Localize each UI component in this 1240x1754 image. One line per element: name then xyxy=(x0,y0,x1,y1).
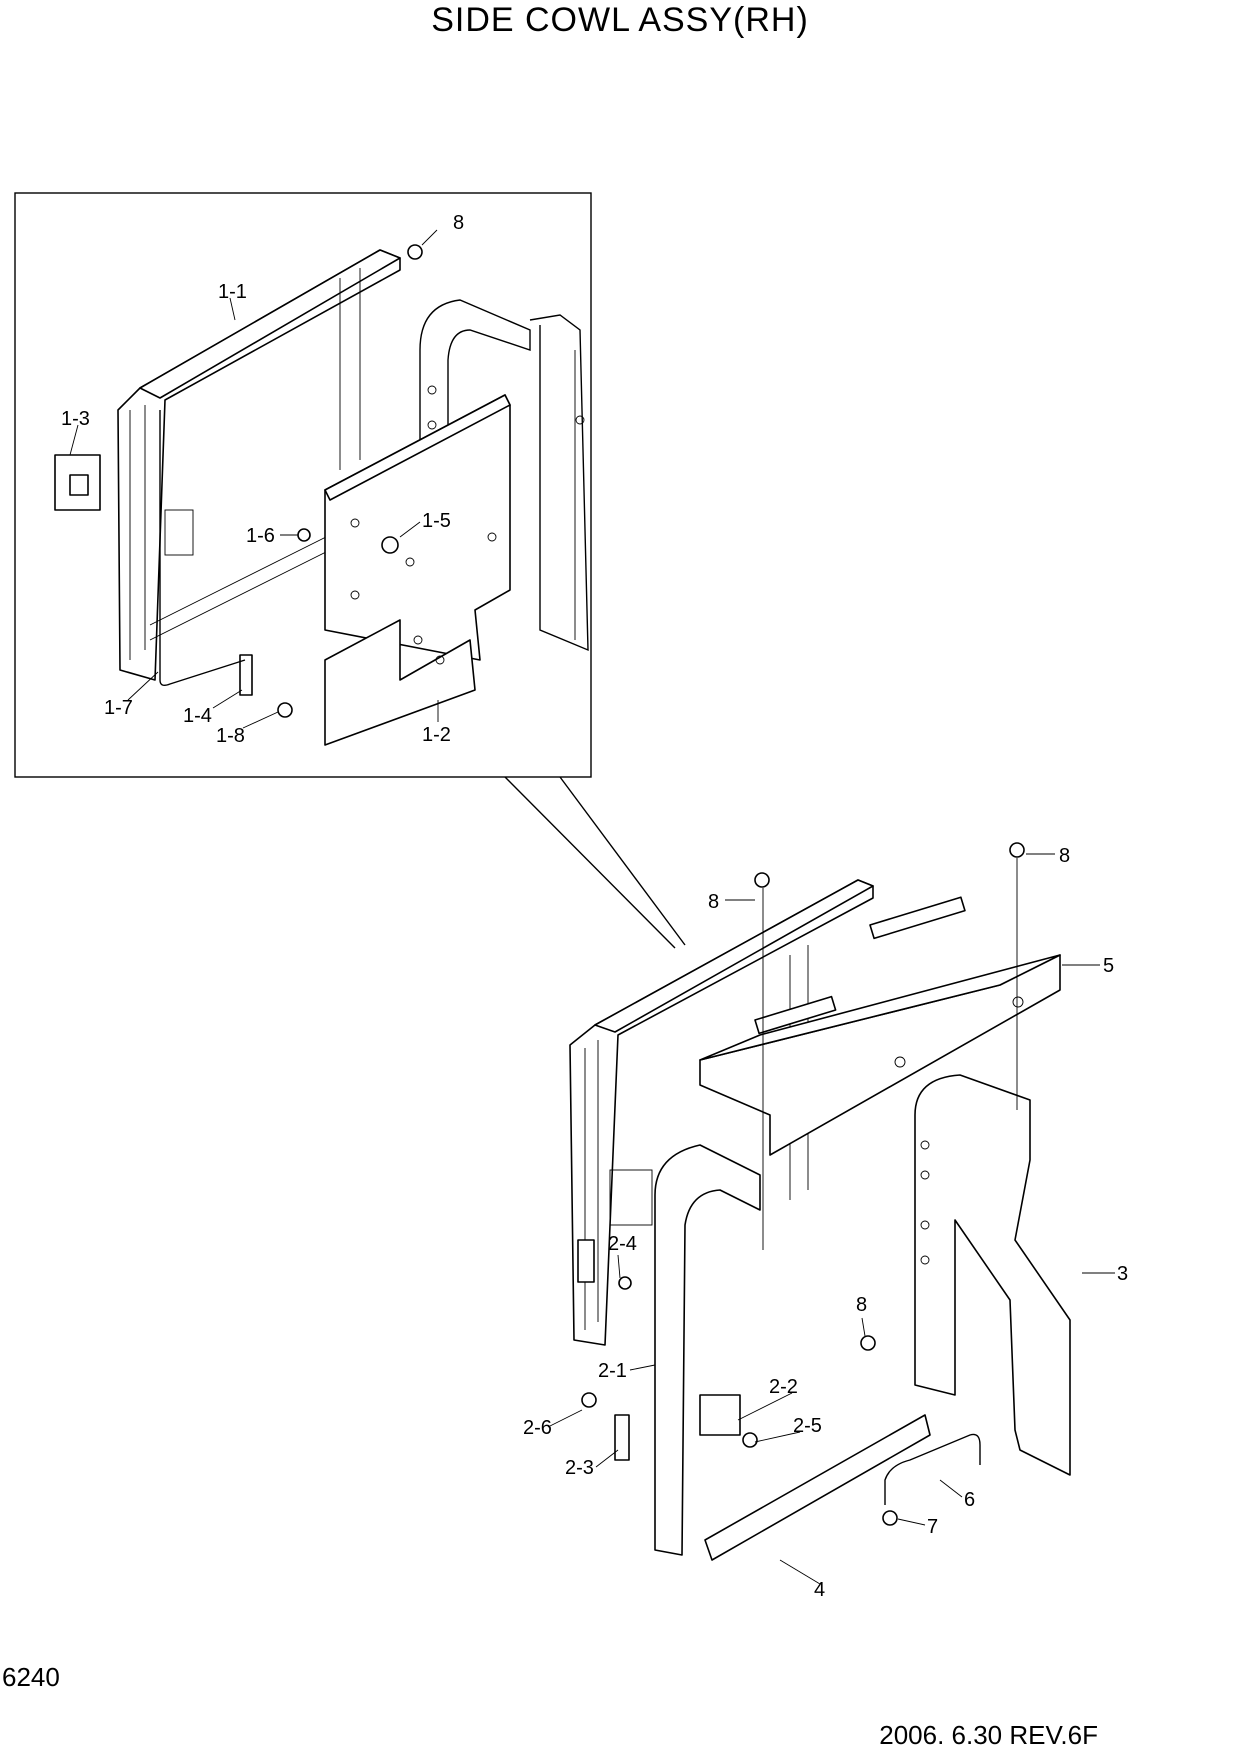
callout-2-5: 2-5 xyxy=(793,1415,822,1437)
page-title: SIDE COWL ASSY(RH) xyxy=(431,1,809,39)
callout-labels: 8 1-1 1-3 1-5 1-6 1-7 1-4 1-8 1-2 8 8 5 … xyxy=(61,212,1128,1601)
callout-3: 3 xyxy=(1117,1263,1128,1285)
callout-1-6: 1-6 xyxy=(246,525,275,547)
callout-8-main-right: 8 xyxy=(1059,845,1070,867)
zoom-line xyxy=(559,776,686,946)
callout-2-6: 2-6 xyxy=(523,1417,552,1439)
callout-1-5: 1-5 xyxy=(422,510,451,532)
callout-2-1: 2-1 xyxy=(598,1360,627,1382)
callout-6: 6 xyxy=(964,1489,975,1511)
callout-8-main-left: 8 xyxy=(708,891,719,913)
callout-8-main-mid: 8 xyxy=(856,1294,867,1316)
callout-1-3: 1-3 xyxy=(61,408,90,430)
cowl-frame-detail xyxy=(117,249,401,681)
callout-7: 7 xyxy=(927,1516,938,1538)
revision-date: 2006. 6.30 REV.6F xyxy=(879,1720,1098,1750)
callout-1-8: 1-8 xyxy=(216,725,245,747)
callout-1-4: 1-4 xyxy=(183,705,212,727)
stay-2-1-main xyxy=(654,1144,761,1556)
callout-2-3: 2-3 xyxy=(565,1457,594,1479)
callout-1-7: 1-7 xyxy=(104,697,133,719)
callout-4: 4 xyxy=(814,1579,825,1601)
page-number: 6240 xyxy=(2,1662,60,1692)
detail-view-frame xyxy=(14,192,592,778)
bracket-5-main xyxy=(699,896,1061,1156)
leader-lines xyxy=(69,229,1115,1585)
inner-frame-detail xyxy=(419,299,589,652)
lower-panel-detail xyxy=(324,619,476,746)
stay-3-main xyxy=(914,1074,1071,1476)
small-parts-detail xyxy=(54,244,423,718)
cowl-frame-main xyxy=(569,879,874,1346)
upper-panel-detail xyxy=(324,394,511,661)
callout-5: 5 xyxy=(1103,955,1114,977)
callout-2-2: 2-2 xyxy=(769,1376,798,1398)
callout-2-4: 2-4 xyxy=(608,1233,637,1255)
callout-1-2: 1-2 xyxy=(422,724,451,746)
bar-4-main xyxy=(704,1414,931,1561)
fasteners-main xyxy=(581,842,1025,1526)
zoom-line xyxy=(504,776,676,949)
callout-1-1: 1-1 xyxy=(218,281,247,303)
callout-8-detail-top: 8 xyxy=(453,212,464,234)
rod-6-main xyxy=(884,1433,981,1505)
